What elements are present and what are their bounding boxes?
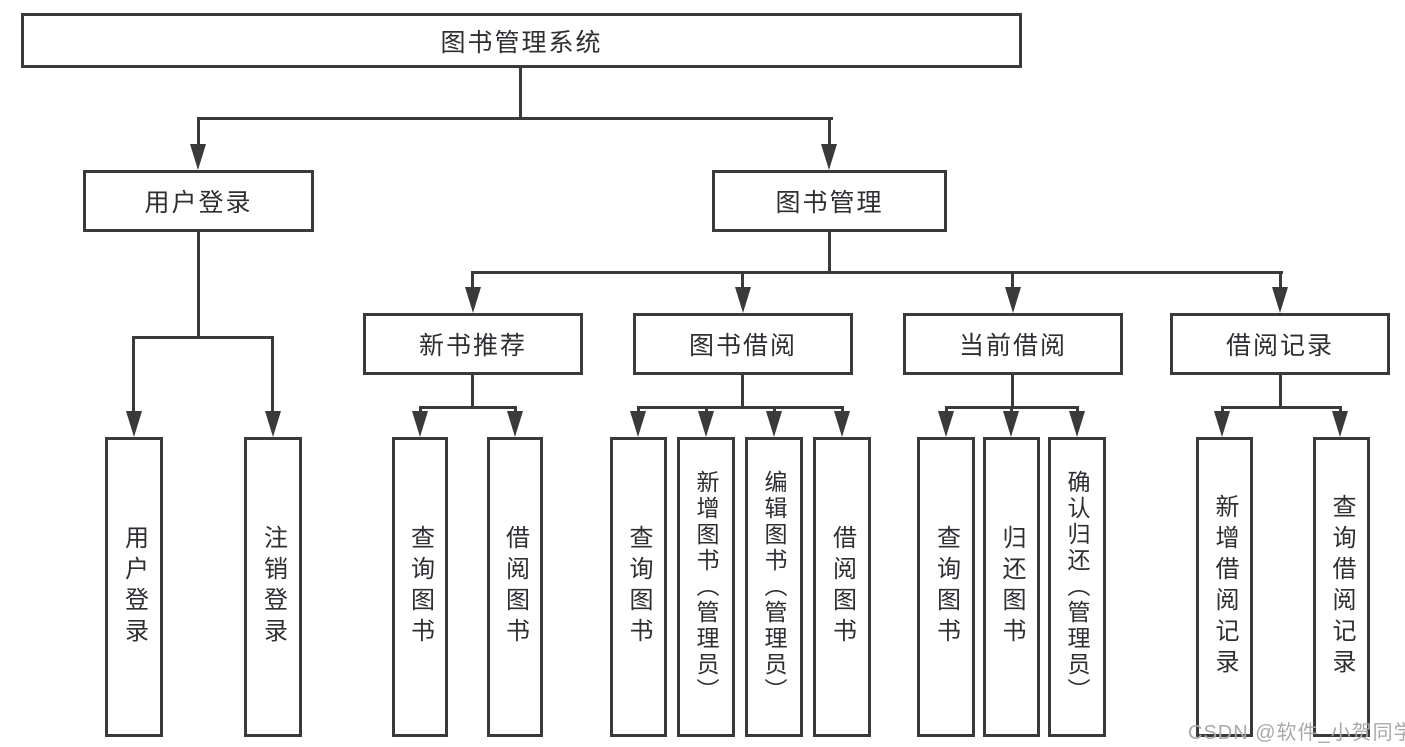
arrow-down-icon bbox=[1332, 411, 1348, 437]
leaf-add-books-admin-label: 新增图书（管理员） bbox=[693, 470, 719, 704]
leaf-confirm-return-admin: 确认归还（管理员） bbox=[1048, 437, 1106, 737]
connector-bookmgmt-hline bbox=[471, 271, 1283, 274]
connector-newbook-hline bbox=[419, 406, 517, 409]
connector-drop-leaf-login bbox=[132, 336, 135, 414]
leaf-return-books: 归还图书 bbox=[983, 437, 1040, 737]
leaf-add-books-admin: 新增图书（管理员） bbox=[677, 437, 735, 737]
connector-borrowrecords-hline bbox=[1221, 406, 1342, 409]
node-book-borrowing-label: 图书借阅 bbox=[688, 332, 797, 360]
arrow-down-icon bbox=[630, 411, 646, 437]
connector-drop bbox=[705, 406, 708, 415]
node-book-borrowing: 图书借阅 bbox=[633, 313, 853, 375]
arrow-down-icon bbox=[1069, 411, 1085, 437]
leaf-query-books-recommend: 查询图书 bbox=[392, 437, 448, 737]
connector-drop bbox=[1339, 406, 1342, 415]
leaf-query-borrow-record: 查询借阅记录 bbox=[1313, 437, 1370, 737]
connector-bookborrow-hline bbox=[637, 406, 844, 409]
connector-currentborrow-stem bbox=[1011, 375, 1014, 409]
connector-userlogin-stem bbox=[197, 232, 200, 339]
arrow-down-icon bbox=[412, 411, 428, 437]
connector-drop-bookborrow bbox=[741, 271, 744, 289]
leaf-borrow-books-borrowing: 借阅图书 bbox=[813, 437, 871, 737]
leaf-query-borrow-record-label: 查询借阅记录 bbox=[1328, 494, 1355, 680]
arrow-down-icon bbox=[735, 287, 751, 313]
node-root-label: 图书管理系统 bbox=[440, 28, 603, 57]
node-current-borrowing: 当前借阅 bbox=[903, 313, 1123, 375]
arrow-down-icon bbox=[1003, 411, 1019, 437]
connector-newbook-stem bbox=[471, 375, 474, 409]
connector-drop-borrowrecords bbox=[1279, 271, 1282, 289]
arrow-down-icon bbox=[1272, 287, 1288, 313]
node-new-book-recommend-label: 新书推荐 bbox=[418, 332, 527, 360]
arrow-down-icon bbox=[834, 411, 850, 437]
arrow-down-icon bbox=[465, 287, 481, 313]
connector-drop bbox=[1221, 406, 1224, 415]
arrow-down-icon bbox=[265, 411, 281, 437]
node-book-management: 图书管理 bbox=[712, 170, 947, 232]
connector-drop-user-login bbox=[197, 117, 200, 147]
leaf-return-books-label: 归还图书 bbox=[998, 525, 1025, 649]
connector-drop bbox=[773, 406, 776, 415]
arrow-down-icon bbox=[698, 411, 714, 437]
arrow-down-icon bbox=[1214, 411, 1230, 437]
connector-root-stem bbox=[519, 68, 522, 120]
node-root-system: 图书管理系统 bbox=[21, 13, 1022, 68]
node-user-login: 用户登录 bbox=[83, 170, 314, 232]
node-book-management-label: 图书管理 bbox=[775, 189, 884, 217]
leaf-query-books-current: 查询图书 bbox=[917, 437, 975, 737]
arrow-down-icon bbox=[190, 144, 206, 170]
arrow-down-icon bbox=[126, 411, 142, 437]
leaf-borrow-books-label: 借阅图书 bbox=[501, 525, 529, 649]
connector-userlogin-hline bbox=[133, 336, 274, 339]
connector-drop-newbook bbox=[471, 271, 474, 289]
connector-drop bbox=[841, 406, 844, 415]
node-borrow-records-label: 借阅记录 bbox=[1225, 332, 1334, 360]
leaf-confirm-return-admin-label: 确认归还（管理员） bbox=[1064, 470, 1090, 704]
connector-bookmgmt-stem bbox=[828, 232, 831, 274]
connector-drop-book-mgmt bbox=[828, 117, 831, 147]
arrow-down-icon bbox=[821, 144, 837, 170]
connector-drop-leaf-logout bbox=[271, 336, 274, 414]
arrow-down-icon bbox=[938, 411, 954, 437]
leaf-user-login: 用户登录 bbox=[105, 437, 163, 737]
leaf-query-books-label: 查询图书 bbox=[406, 525, 434, 649]
leaf-user-login-label: 用户登录 bbox=[120, 525, 148, 649]
leaf-add-borrow-record-label: 新增借阅记录 bbox=[1211, 494, 1238, 680]
node-current-borrowing-label: 当前借阅 bbox=[958, 332, 1067, 360]
arrow-down-icon bbox=[507, 411, 523, 437]
connector-drop bbox=[514, 406, 517, 415]
leaf-logout-label: 注销登录 bbox=[259, 525, 287, 649]
connector-drop-currentborrow bbox=[1011, 271, 1014, 289]
node-new-book-recommend: 新书推荐 bbox=[363, 313, 583, 375]
leaf-edit-books-admin-label: 编辑图书（管理员） bbox=[761, 470, 787, 704]
node-user-login-label: 用户登录 bbox=[144, 189, 253, 217]
leaf-query-books-borrowing: 查询图书 bbox=[610, 437, 667, 737]
leaf-logout: 注销登录 bbox=[244, 437, 302, 737]
arrow-down-icon bbox=[766, 411, 782, 437]
leaf-edit-books-admin: 编辑图书（管理员） bbox=[745, 437, 803, 737]
leaf-query-books-label: 查询图书 bbox=[932, 525, 960, 649]
connector-drop bbox=[1010, 406, 1013, 415]
connector-root-hline bbox=[197, 117, 833, 120]
arrow-down-icon bbox=[1005, 287, 1021, 313]
connector-borrowrecords-stem bbox=[1279, 375, 1282, 409]
leaf-query-books-label: 查询图书 bbox=[625, 525, 652, 649]
leaf-borrow-books-recommend: 借阅图书 bbox=[487, 437, 543, 737]
node-borrow-records: 借阅记录 bbox=[1170, 313, 1390, 375]
connector-drop bbox=[637, 406, 640, 415]
connector-drop bbox=[1076, 406, 1079, 415]
connector-bookborrow-stem bbox=[741, 375, 744, 409]
connector-drop bbox=[945, 406, 948, 415]
leaf-add-borrow-record: 新增借阅记录 bbox=[1196, 437, 1253, 737]
csdn-watermark: CSDN @软件_小贺同学 bbox=[1188, 722, 1405, 744]
leaf-borrow-books-label: 借阅图书 bbox=[828, 525, 856, 649]
connector-drop bbox=[419, 406, 422, 415]
